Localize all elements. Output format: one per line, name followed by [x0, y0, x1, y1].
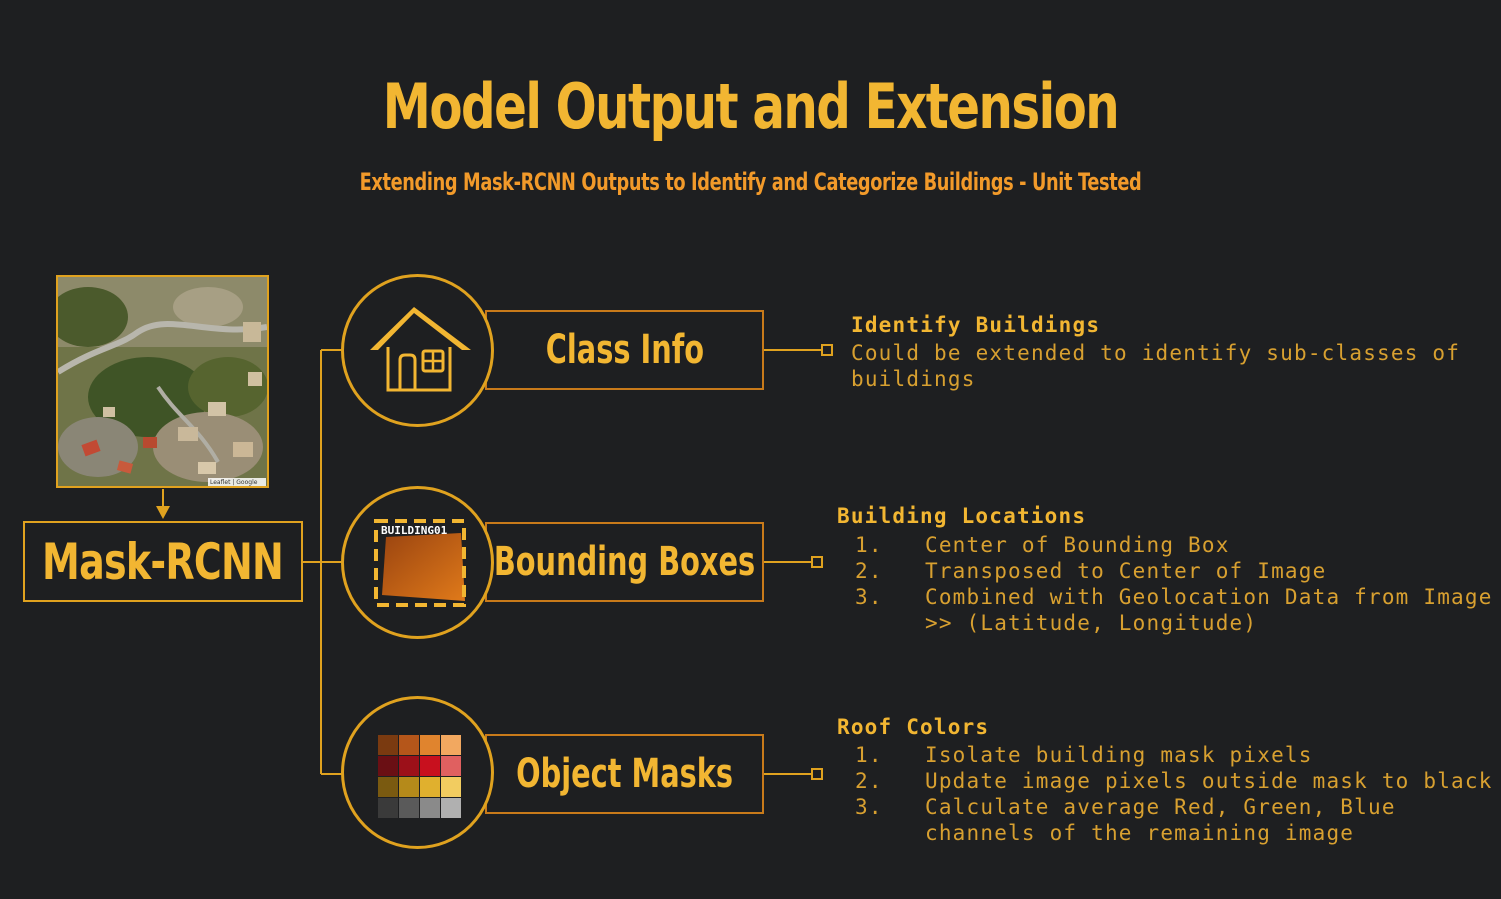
mask-rcnn-label: Mask-RCNN [42, 532, 284, 591]
palette-swatch [420, 777, 440, 797]
palette-swatch [420, 798, 440, 818]
palette-swatch [399, 798, 419, 818]
step-2-2-text: Transposed to Center of Image [925, 559, 1327, 583]
palette-swatch [420, 735, 440, 755]
detail-line-1b: buildings [851, 367, 976, 391]
detail-line-1a: Could be extended to identify sub-classe… [851, 341, 1461, 365]
step-2-2-num: 2. [855, 559, 883, 583]
class-info-label: Class Info [545, 327, 704, 373]
step-2-3-text: Combined with Geolocation Data from Imag… [925, 585, 1493, 609]
bounding-box-icon: BUILDING01 [374, 519, 466, 607]
palette-swatch [441, 798, 461, 818]
bounding-boxes-box: Bounding Boxes [485, 522, 764, 602]
step-2-3-cont: >> (Latitude, Longitude) [925, 611, 1258, 635]
palette-swatch [441, 735, 461, 755]
palette-swatch [399, 735, 419, 755]
connector-end-1 [821, 344, 833, 356]
class-info-circle [341, 274, 494, 427]
step-3-1-text: Isolate building mask pixels [925, 743, 1313, 767]
color-palette-icon [378, 735, 461, 818]
detail-title-3: Roof Colors [837, 715, 990, 739]
step-3-1-num: 1. [855, 743, 883, 767]
page-title: Model Output and Extension [382, 70, 1120, 143]
aerial-satellite-image-icon: Leaflet | Google [58, 277, 267, 486]
bounding-box-tag: BUILDING01 [381, 524, 448, 537]
palette-swatch [378, 735, 398, 755]
step-2-3-num: 3. [855, 585, 883, 609]
step-3-3-text: Calculate average Red, Green, Blue [925, 795, 1396, 819]
palette-swatch [441, 756, 461, 776]
palette-swatch [420, 756, 440, 776]
house-icon [370, 307, 471, 392]
step-3-2-text: Update image pixels outside mask to blac… [925, 769, 1493, 793]
object-masks-box: Object Masks [485, 734, 764, 814]
object-masks-circle [341, 696, 494, 849]
step-3-3-cont: channels of the remaining image [925, 821, 1355, 845]
palette-swatch [378, 756, 398, 776]
step-3-3-num: 3. [855, 795, 883, 819]
map-attribution: Leaflet | Google [210, 479, 258, 486]
detail-title-1: Identify Buildings [851, 313, 1101, 337]
bounding-boxes-circle: BUILDING01 [341, 486, 494, 639]
connector-end-3 [811, 768, 823, 780]
aerial-image: Leaflet | Google [56, 275, 269, 488]
class-info-box: Class Info [485, 310, 764, 390]
mask-rcnn-box: Mask-RCNN [23, 521, 303, 602]
palette-swatch [441, 777, 461, 797]
step-3-2-num: 2. [855, 769, 883, 793]
page-subtitle: Extending Mask-RCNN Outputs to Identify … [359, 168, 1142, 196]
arrow-down-icon [156, 506, 170, 519]
detail-title-2: Building Locations [837, 504, 1087, 528]
step-2-1-num: 1. [855, 533, 883, 557]
bounding-boxes-label: Bounding Boxes [493, 539, 756, 585]
palette-swatch [399, 756, 419, 776]
connector-end-2 [811, 556, 823, 568]
step-2-1-text: Center of Bounding Box [925, 533, 1230, 557]
palette-swatch [399, 777, 419, 797]
object-masks-label: Object Masks [516, 751, 733, 797]
palette-swatch [378, 777, 398, 797]
palette-swatch [378, 798, 398, 818]
